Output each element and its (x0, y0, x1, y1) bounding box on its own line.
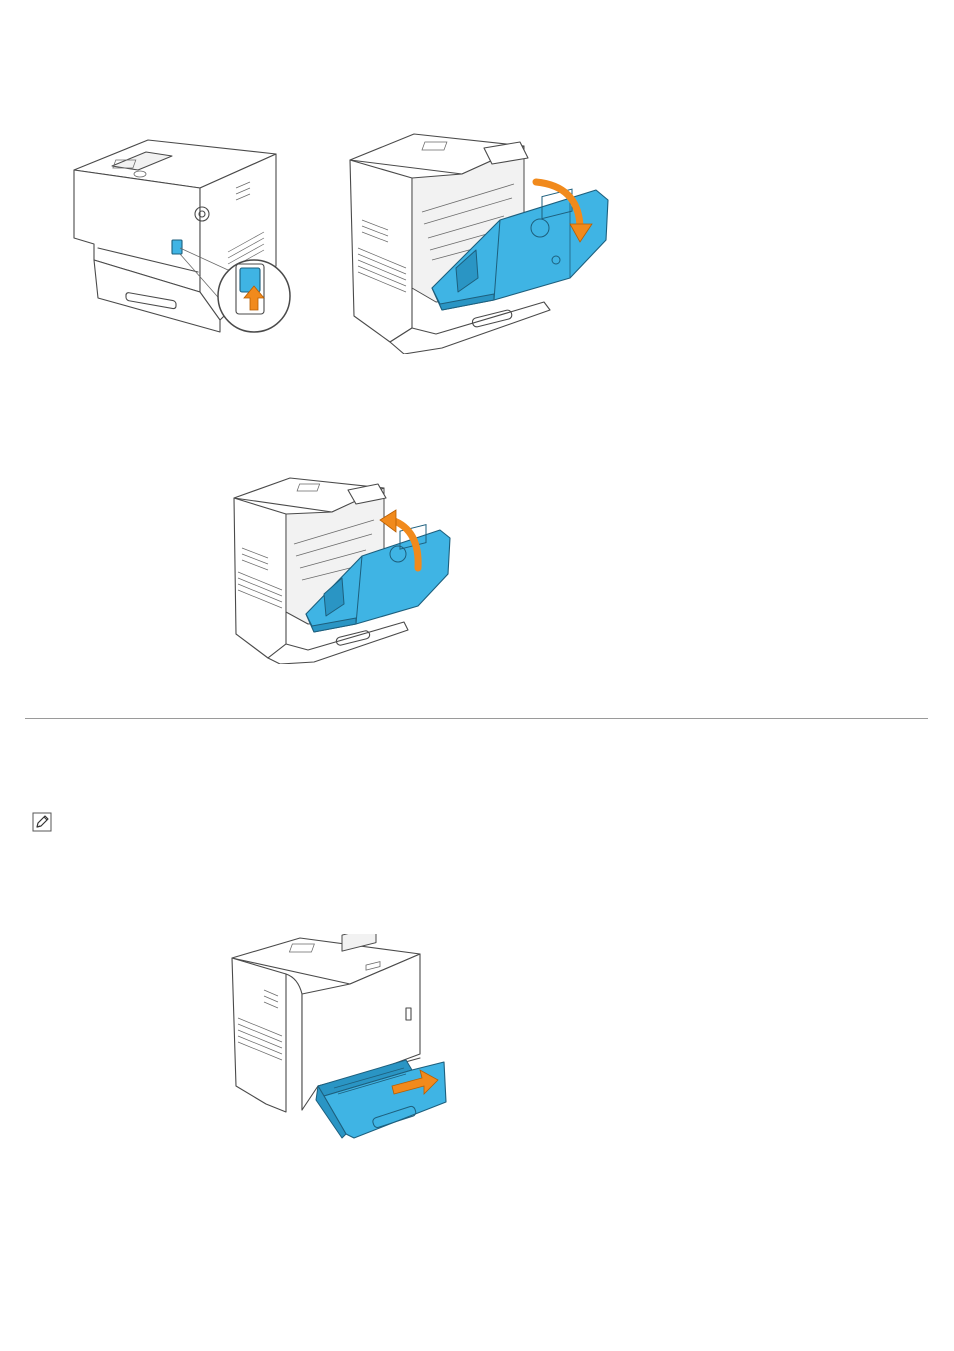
printer-front-cover-close-figure (228, 472, 464, 664)
printer-front-cover-open-figure (344, 128, 616, 354)
printer-pull-tray-illustration (226, 934, 448, 1144)
pencil-note-icon (32, 812, 52, 832)
printer-pull-tray-figure (226, 934, 448, 1144)
printer-front-cover-close-illustration (228, 472, 464, 664)
printer-side-latch-illustration (68, 132, 294, 342)
section-divider (25, 718, 928, 719)
printer-front-cover-open-illustration (344, 128, 616, 354)
printer-side-latch-figure (68, 132, 294, 342)
